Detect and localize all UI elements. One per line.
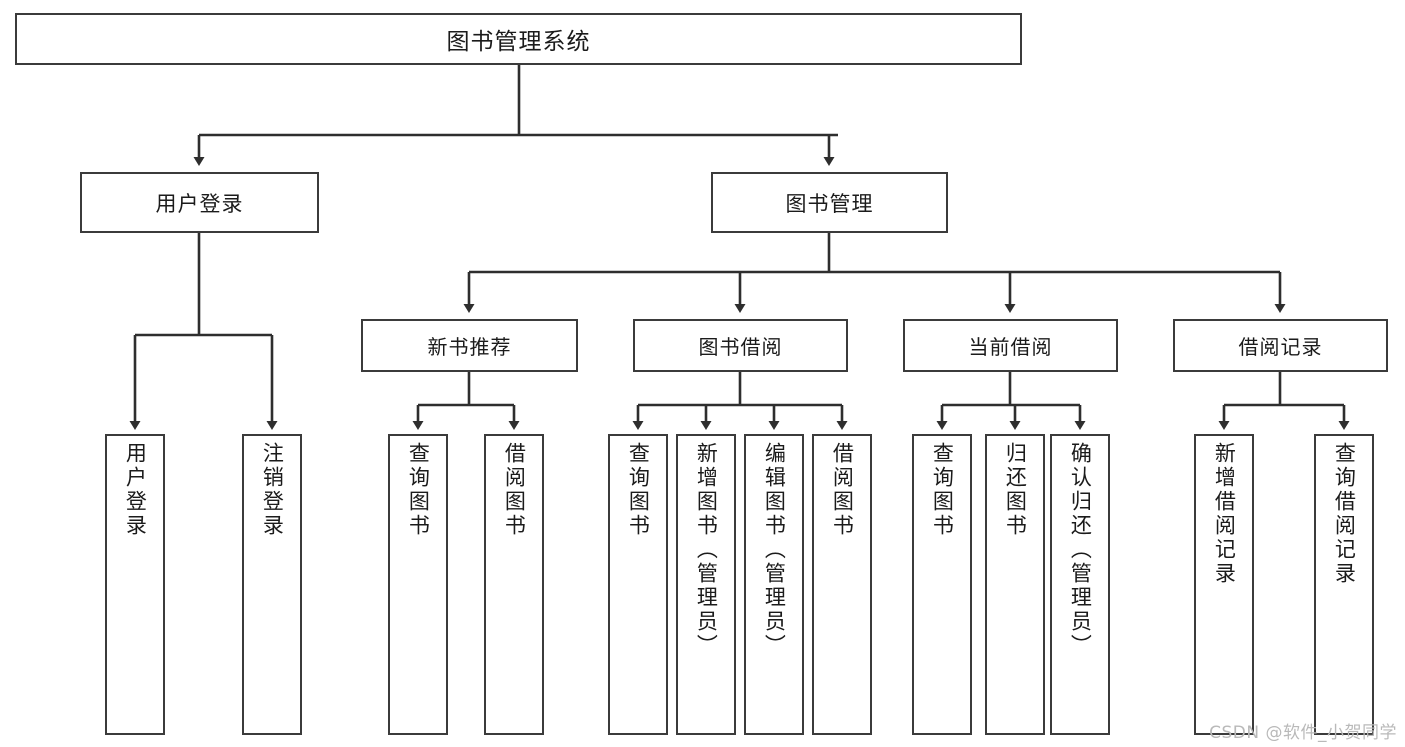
- node-label: 新增借阅记录: [1212, 442, 1237, 586]
- node-label: 新书推荐: [427, 335, 512, 359]
- node-label: 注销登录: [260, 442, 285, 538]
- node-label: 查询图书: [626, 442, 651, 538]
- node-book-borrow[interactable]: 图书借阅: [633, 319, 848, 372]
- node-label: 借阅图书: [830, 442, 855, 538]
- leaf-user-login-logout[interactable]: 注销登录: [242, 434, 302, 735]
- leaf-user-login-login[interactable]: 用户登录: [105, 434, 165, 735]
- node-label: 新增图书（管理员）: [694, 442, 719, 658]
- node-label: 图书管理系统: [446, 29, 591, 55]
- node-label: 借阅图书: [502, 442, 527, 538]
- node-label: 查询图书: [930, 442, 955, 538]
- leaf-borrow-add-book-admin[interactable]: 新增图书（管理员）: [676, 434, 736, 735]
- node-label: 用户登录: [155, 191, 244, 216]
- leaf-borrow-edit-book-admin[interactable]: 编辑图书（管理员）: [744, 434, 804, 735]
- leaf-borrow-borrow-book[interactable]: 借阅图书: [812, 434, 872, 735]
- node-label: 查询借阅记录: [1332, 442, 1357, 586]
- node-book-management[interactable]: 图书管理: [711, 172, 948, 233]
- leaf-records-query-record[interactable]: 查询借阅记录: [1314, 434, 1374, 735]
- node-user-login[interactable]: 用户登录: [80, 172, 319, 233]
- node-label: 图书借阅: [698, 335, 783, 359]
- node-label: 图书管理: [785, 191, 874, 216]
- node-label: 编辑图书（管理员）: [762, 442, 787, 658]
- csdn-watermark: CSDN @软件_小贺同学: [1209, 723, 1397, 743]
- leaf-records-add-record[interactable]: 新增借阅记录: [1194, 434, 1254, 735]
- node-root-library-system[interactable]: 图书管理系统: [15, 13, 1022, 65]
- node-label: 确认归还（管理员）: [1068, 442, 1093, 658]
- node-new-book-recommend[interactable]: 新书推荐: [361, 319, 578, 372]
- node-borrow-records[interactable]: 借阅记录: [1173, 319, 1388, 372]
- leaf-borrow-query-book[interactable]: 查询图书: [608, 434, 668, 735]
- node-label: 查询图书: [406, 442, 431, 538]
- node-label: 归还图书: [1003, 442, 1028, 538]
- node-label: 当前借阅: [968, 335, 1053, 359]
- leaf-current-confirm-return-admin[interactable]: 确认归还（管理员）: [1050, 434, 1110, 735]
- leaf-new-book-borrow[interactable]: 借阅图书: [484, 434, 544, 735]
- node-label: 借阅记录: [1238, 335, 1323, 359]
- leaf-current-query-book[interactable]: 查询图书: [912, 434, 972, 735]
- leaf-new-book-query[interactable]: 查询图书: [388, 434, 448, 735]
- leaf-current-return-book[interactable]: 归还图书: [985, 434, 1045, 735]
- node-current-borrow[interactable]: 当前借阅: [903, 319, 1118, 372]
- node-label: 用户登录: [123, 442, 148, 538]
